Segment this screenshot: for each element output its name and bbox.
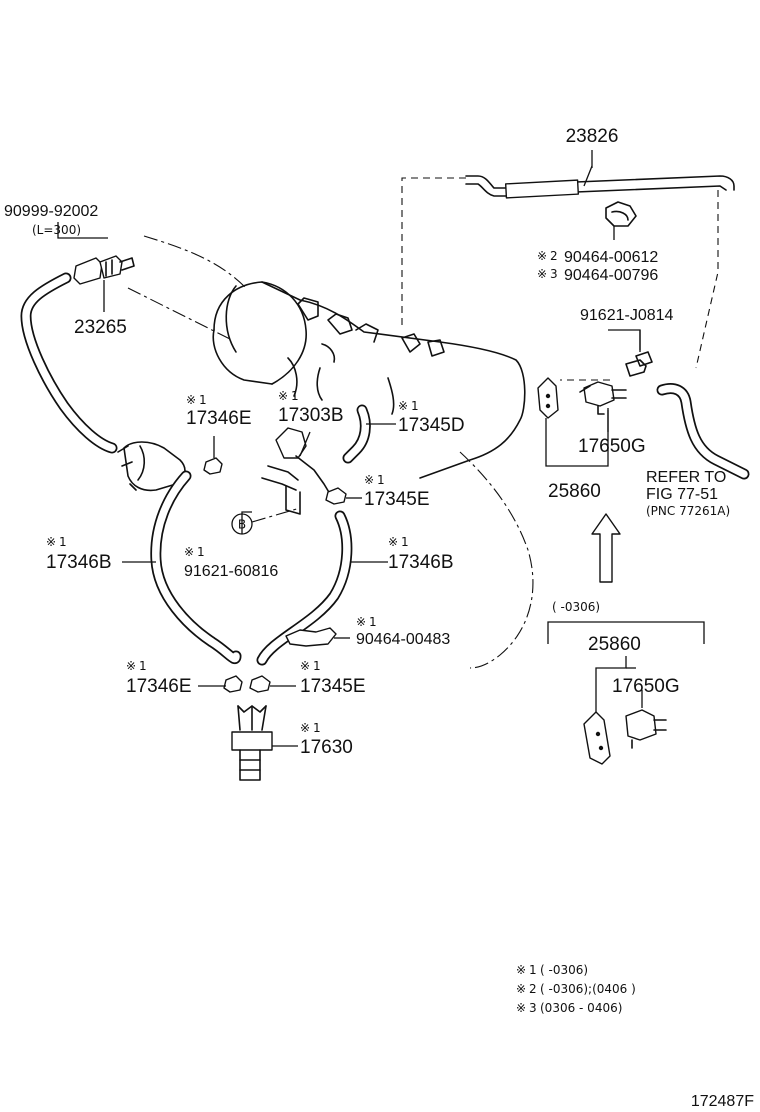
refer-line-1: REFER TO bbox=[646, 469, 726, 486]
hose-refer-fig-drawing bbox=[656, 383, 750, 480]
bolt-91621-j0814-drawing bbox=[625, 330, 653, 377]
note-num-90464-00796: 3 bbox=[550, 267, 558, 281]
period-inset-box bbox=[547, 621, 705, 728]
refer-line-2: FIG 77-51 bbox=[646, 486, 718, 503]
legend-text-2: ( -0306);(0406 ) bbox=[540, 982, 636, 996]
axis-line-91621-60816 bbox=[251, 507, 301, 523]
dashed-leader-23826-right bbox=[695, 190, 719, 369]
label-25860-top: 25860 bbox=[548, 481, 601, 502]
valve-23265-drawing bbox=[73, 255, 135, 285]
note-mark-90464-00483: ※ bbox=[356, 615, 366, 629]
note-num-90464-00612: 2 bbox=[550, 249, 558, 263]
label-17345e-bottom: 17345E bbox=[300, 676, 366, 697]
leader-lines bbox=[57, 150, 641, 747]
note-num-17345e-top: 1 bbox=[377, 473, 385, 487]
label-90999-92002: 90999-92002 bbox=[4, 203, 98, 220]
label-17346b-left: 17346B bbox=[46, 552, 112, 573]
arrow-up-icon bbox=[591, 513, 621, 583]
note-mark-91621-60816: ※ bbox=[184, 545, 194, 559]
legend-num-2: 2 bbox=[529, 982, 537, 996]
vacuum-pipe-23826-drawing bbox=[465, 165, 735, 199]
bracket-25860-bottom-drawing bbox=[583, 711, 611, 765]
note-num-17346b-left: 1 bbox=[59, 535, 67, 549]
legend-num-3: 3 bbox=[529, 1001, 537, 1015]
period-inset-label: ( -0306) bbox=[552, 600, 600, 614]
label-90464-00612: 90464-00612 bbox=[564, 249, 658, 266]
label-25860-bottom: 25860 bbox=[588, 634, 641, 655]
note-mark-17345d: ※ bbox=[398, 399, 408, 413]
label-17346b-right: 17346B bbox=[388, 552, 454, 573]
callout-b-circle bbox=[231, 513, 253, 535]
note-num-17345e-bottom: 1 bbox=[313, 659, 321, 673]
note-num-90464-00483: 1 bbox=[369, 615, 377, 629]
clamp-90464-00612-drawing bbox=[605, 201, 637, 240]
note-mark-17346b-left: ※ bbox=[46, 535, 56, 549]
note-num-17630: 1 bbox=[313, 721, 321, 735]
label-90464-00796: 90464-00796 bbox=[564, 267, 658, 284]
label-17650g-bottom: 17650G bbox=[612, 676, 680, 697]
label-90999-92002-length: (L=300) bbox=[32, 223, 81, 237]
legend-mark-1: ※ bbox=[516, 963, 526, 977]
label-17303b: 17303B bbox=[278, 405, 344, 426]
label-17630: 17630 bbox=[300, 737, 353, 758]
figure-id: 172487F bbox=[691, 1093, 754, 1110]
note-mark-17346e-bottom: ※ bbox=[126, 659, 136, 673]
legend-mark-2: ※ bbox=[516, 982, 526, 996]
legend-mark-3: ※ bbox=[516, 1001, 526, 1015]
label-91621-60816: 91621-60816 bbox=[184, 563, 278, 580]
callout-b-label: B bbox=[238, 518, 246, 532]
label-17346e-bottom: 17346E bbox=[126, 676, 192, 697]
clip-17345e-bottom-drawing bbox=[249, 675, 271, 693]
note-mark-17346b-right: ※ bbox=[388, 535, 398, 549]
note-num-17346e-bottom: 1 bbox=[139, 659, 147, 673]
note-num-17303b: 1 bbox=[291, 389, 299, 403]
legend-text-3: (0306 - 0406) bbox=[540, 1001, 622, 1015]
label-17346e-top: 17346E bbox=[186, 408, 252, 429]
clamp-90464-00483-drawing bbox=[285, 627, 337, 647]
legend-num-1: 1 bbox=[529, 963, 537, 977]
label-23826: 23826 bbox=[566, 126, 619, 147]
vsv-17650g-top-drawing bbox=[579, 381, 627, 415]
axis-line-canister-top bbox=[143, 235, 247, 289]
note-num-17346b-right: 1 bbox=[401, 535, 409, 549]
charcoal-canister-drawing bbox=[117, 281, 534, 669]
hose-17345d-drawing bbox=[342, 404, 371, 464]
clip-17345e-top-drawing bbox=[325, 487, 347, 505]
refer-line-3: (PNC 77261A) bbox=[646, 504, 730, 518]
hose-17346b-left-drawing bbox=[150, 470, 242, 665]
note-mark-17345e-bottom: ※ bbox=[300, 659, 310, 673]
note-num-17346e-top: 1 bbox=[199, 393, 207, 407]
clip-17346e-top-drawing bbox=[203, 457, 223, 475]
label-90464-00483: 90464-00483 bbox=[356, 631, 450, 648]
note-mark-17346e-top: ※ bbox=[186, 393, 196, 407]
hose-90999-92002-drawing bbox=[20, 272, 118, 454]
dashed-leader-23826-left bbox=[401, 177, 466, 330]
footnote-legend: ※ 1 ( -0306) ※ 2 ( -0306);(0406 ) ※ 3 (0… bbox=[516, 963, 636, 1015]
hose-17346b-right-drawing bbox=[256, 510, 353, 666]
legend-text-1: ( -0306) bbox=[540, 963, 588, 977]
note-mark-90464-00796: ※ bbox=[537, 267, 547, 281]
note-mark-17303b: ※ bbox=[278, 389, 288, 403]
clip-17346e-bottom-drawing bbox=[223, 675, 243, 693]
vsv-17650g-bottom-drawing bbox=[625, 690, 667, 749]
note-mark-17345e-top: ※ bbox=[364, 473, 374, 487]
sensor-17630-drawing bbox=[231, 705, 273, 781]
label-17345e-top: 17345E bbox=[364, 489, 430, 510]
note-mark-17630: ※ bbox=[300, 721, 310, 735]
bracket-leader-25860-top bbox=[545, 410, 609, 467]
note-num-17345d: 1 bbox=[411, 399, 419, 413]
label-17650g-top: 17650G bbox=[578, 436, 646, 457]
label-23265: 23265 bbox=[74, 317, 127, 338]
note-num-91621-60816: 1 bbox=[197, 545, 205, 559]
axis-line-23265 bbox=[127, 287, 233, 341]
note-mark-90464-00612: ※ bbox=[537, 249, 547, 263]
label-91621-j0814: 91621-J0814 bbox=[580, 307, 674, 324]
pipe-17303b-drawing bbox=[261, 427, 331, 515]
bracket-25860-top-drawing bbox=[537, 377, 559, 419]
label-17345d: 17345D bbox=[398, 415, 465, 436]
